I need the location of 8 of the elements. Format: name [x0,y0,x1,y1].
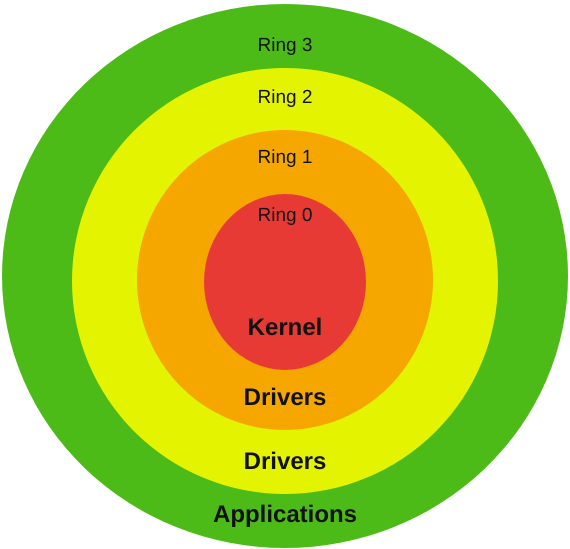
layer-label: Drivers [244,384,326,412]
ring-label: Ring 3 [258,35,312,57]
layer-label: Kernel [248,314,322,342]
ring-label: Ring 0 [258,205,312,227]
layer-label: Drivers [244,448,326,476]
layer-label: Applications [213,501,357,529]
ring-label: Ring 1 [258,147,312,169]
ring-label: Ring 2 [258,87,312,109]
